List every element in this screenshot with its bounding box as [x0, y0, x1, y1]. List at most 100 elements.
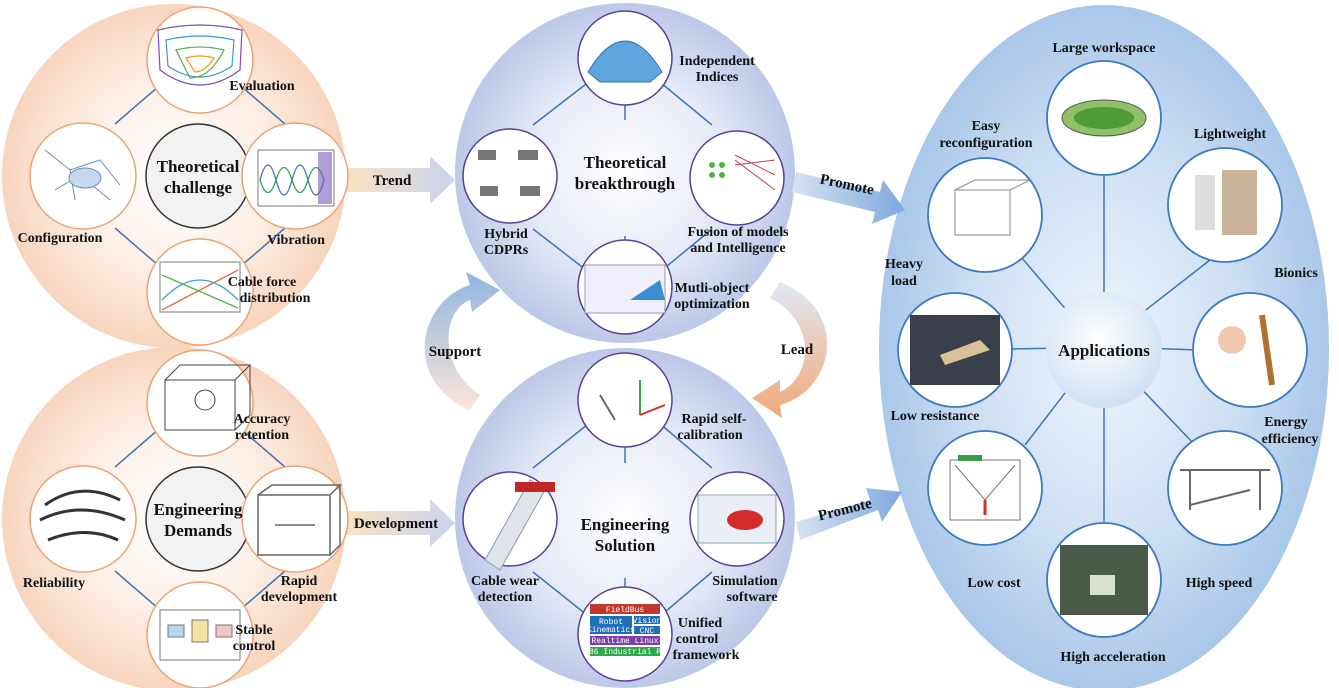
cable-force-label-1: Cable force [228, 275, 297, 290]
high-speed-illustration [1180, 469, 1270, 510]
unified-label-1: Unified [678, 616, 723, 631]
large-workspace-label: Large workspace [1052, 41, 1155, 56]
multi-object-label-2: optimization [674, 297, 750, 312]
theoretical-challenge-hub [145, 123, 251, 229]
engineering-demands-title-1: Engineering [154, 500, 243, 519]
robot-label: Robot [599, 618, 623, 627]
easy-reconfig-node [927, 157, 1043, 273]
high-accel-illustration [1060, 545, 1148, 615]
reliability-node [29, 465, 137, 573]
vibration-label: Vibration [267, 233, 325, 248]
vision-label: Vision [633, 617, 662, 626]
cable-wear-label-1: Cable wear [471, 574, 539, 589]
configuration-label: Configuration [18, 231, 103, 246]
hybrid-cdprs-illustration [478, 150, 540, 196]
independent-label-1: Independent [679, 54, 755, 69]
theoretical-challenge-title-2: challenge [164, 178, 232, 197]
rapid-development-label-1: Rapid [281, 574, 318, 589]
breakthrough-title-1: Theoretical [584, 153, 667, 172]
lead-label: Lead [781, 342, 814, 358]
multi-object-label-1: Mutli-object [675, 281, 750, 296]
heavy-load-illustration [910, 315, 1000, 385]
trend-label: Trend [373, 173, 412, 189]
applications-hub [1046, 292, 1162, 408]
solution-title-2: Solution [595, 536, 656, 555]
stable-control-label-2: control [233, 639, 276, 654]
hybrid-cdprs-node [462, 128, 558, 224]
high-speed-label: High speed [1186, 576, 1253, 591]
low-cost-label: Low cost [967, 576, 1021, 591]
energy-label-2: efficiency [1262, 432, 1319, 447]
rapid-development-illustration [257, 484, 342, 556]
easy-reconfig-illustration [954, 179, 1031, 236]
lead-arrow [752, 282, 828, 418]
fusion-node [689, 130, 785, 226]
applications-title: Applications [1058, 341, 1150, 360]
development-label: Development [354, 516, 438, 532]
easy-reconfig-label-1: Easy [972, 119, 1001, 134]
lightweight-label: Lightweight [1194, 127, 1267, 142]
theoretical-challenge-title-1: Theoretical [157, 157, 240, 176]
reliability-illustration [39, 489, 126, 542]
kinematics-label: Kinematics [587, 626, 635, 635]
support-arrow [424, 272, 500, 410]
stable-control-label-1: Stable [235, 623, 272, 638]
bionics-node [1192, 292, 1308, 408]
high-accel-label: High acceleration [1060, 650, 1166, 665]
unified-label-2: control [676, 632, 719, 647]
lightweight-illustration [1195, 170, 1257, 235]
unified-label-3: framework [673, 648, 740, 663]
fusion-illustration [709, 154, 776, 191]
cable-wear-label-2: detection [478, 590, 533, 605]
engineering-demands-title-2: Demands [164, 521, 232, 540]
trend-arrow [344, 156, 455, 204]
low-cost-node [927, 430, 1043, 546]
accuracy-illustration [164, 364, 252, 431]
heavy-load-label-2: load [891, 274, 917, 289]
rapid-development-label-2: development [261, 590, 338, 605]
accuracy-label-1: Accuracy [234, 412, 291, 427]
configuration-illustration [44, 149, 121, 201]
evaluation-illustration [157, 24, 243, 86]
bionics-illustration [1218, 314, 1275, 386]
solution-title-1: Engineering [581, 515, 670, 534]
heavy-load-label-1: Heavy [885, 257, 923, 272]
development-arrow [344, 499, 455, 547]
low-cost-illustration [949, 455, 1021, 521]
breakthrough-title-2: breakthrough [575, 174, 676, 193]
multi-object-illustration [584, 264, 666, 314]
industrial-pc-label: X86 Industrial PC [584, 648, 666, 657]
rapid-calibration-label-1: Rapid self- [682, 412, 747, 427]
rapid-calibration-label-2: calibration [677, 428, 743, 443]
energy-label-1: Energy [1264, 415, 1308, 430]
support-label: Support [429, 344, 482, 360]
theoretical-breakthrough-bg [455, 3, 795, 343]
high-speed-node [1167, 430, 1283, 546]
cable-wear-illustration [484, 479, 555, 571]
evaluation-label: Evaluation [229, 79, 295, 94]
large-workspace-illustration [1061, 99, 1147, 137]
bionics-label: Bionics [1274, 266, 1318, 281]
simulation-label-1: Simulation [712, 574, 778, 589]
low-resistance-label: Low resistance [891, 409, 980, 424]
accuracy-label-2: retention [235, 428, 289, 443]
rapid-calibration-node [577, 352, 673, 448]
independent-indices-illustration [587, 40, 663, 83]
engineering-demands-hub [145, 466, 251, 572]
fusion-label-1: Fusion of models [687, 225, 789, 240]
hybrid-label-1: Hybrid [484, 227, 528, 242]
promote-top-arrow [792, 172, 905, 224]
cable-force-label-2: distribution [240, 291, 311, 306]
simulation-label-2: software [726, 590, 777, 605]
engineering-solution-bg [455, 348, 795, 688]
hybrid-label-2: CDPRs [484, 243, 529, 258]
evaluation-node [146, 6, 254, 114]
cable-force-illustration [159, 261, 241, 313]
vibration-illustration [257, 149, 335, 207]
promote-bottom-arrow [796, 488, 902, 540]
reliability-label: Reliability [23, 576, 85, 591]
fieldbus-label: FieldBus [606, 606, 645, 615]
cnc-label: CNC [640, 627, 655, 636]
fusion-label-2: and Intelligence [690, 241, 785, 256]
